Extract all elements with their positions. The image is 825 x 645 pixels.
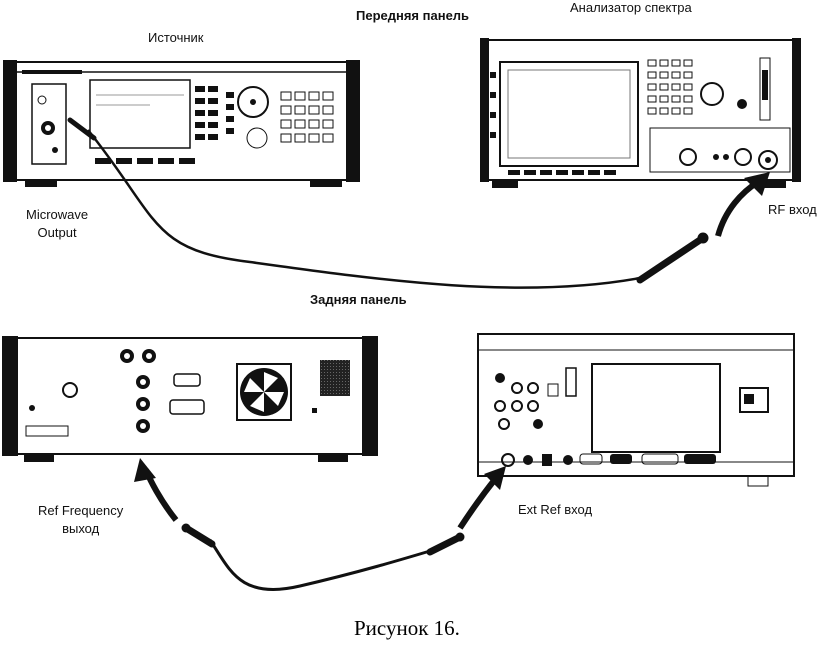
label-rear-panel: Задняя панель	[310, 292, 407, 307]
source-front-panel	[3, 60, 360, 187]
analyzer-front-panel	[480, 38, 801, 188]
label-ref-frequency-output: Ref Frequency выход	[38, 503, 124, 536]
ref-frequency-cable	[181, 523, 465, 592]
analyzer-rear-panel	[477, 333, 795, 487]
arrow-to-ext-ref-input	[457, 466, 506, 530]
label-microwave-output: Microwave Output	[26, 207, 89, 240]
label-rf-input: RF вход	[768, 202, 817, 217]
label-spectrum-analyzer: Анализатор спектра	[570, 0, 692, 15]
arrow-to-rf-input	[715, 172, 770, 237]
figure-caption: Рисунок 16.	[354, 616, 460, 640]
microwave-cable	[67, 117, 709, 289]
source-rear-panel	[2, 336, 378, 462]
arrow-to-ref-frequency-output	[134, 458, 179, 522]
label-front-panel: Передняя панель	[356, 8, 470, 23]
label-ext-ref-input: Ext Ref вход	[518, 502, 593, 517]
label-source: Источник	[148, 30, 204, 45]
